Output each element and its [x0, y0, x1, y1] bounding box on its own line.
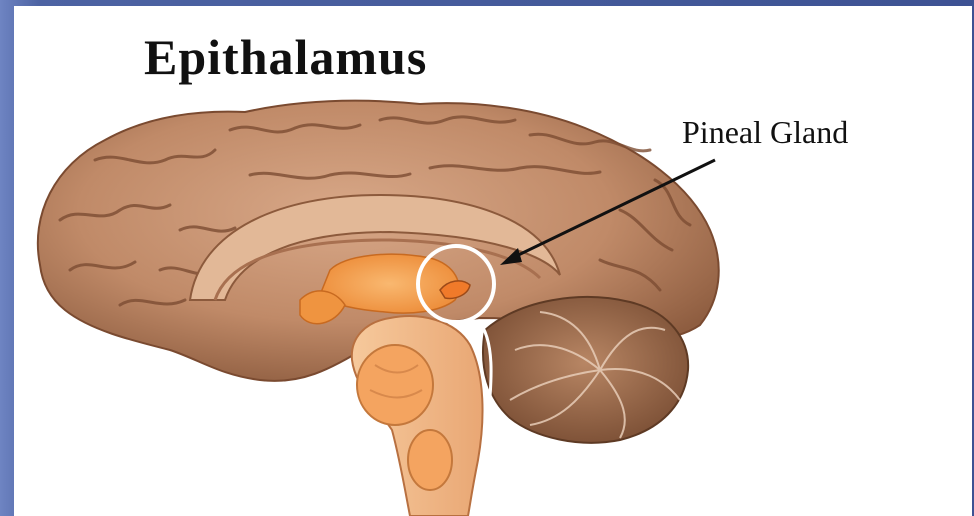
cerebellum	[483, 297, 688, 443]
pineal-gland-label: Pineal Gland	[682, 114, 848, 151]
